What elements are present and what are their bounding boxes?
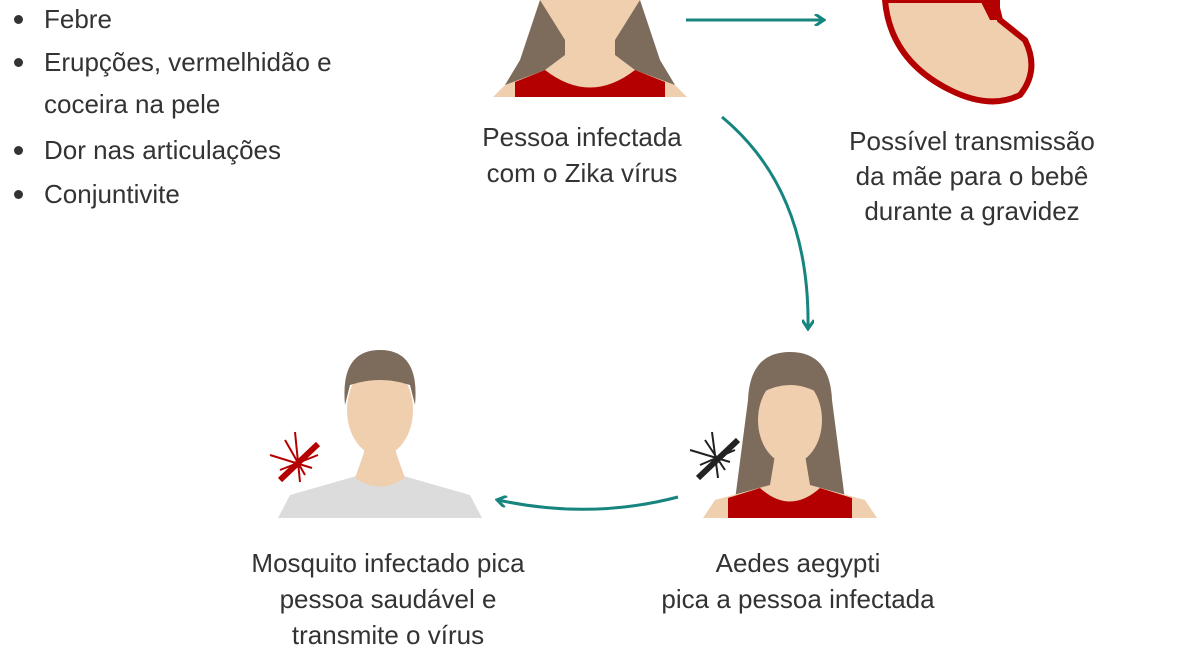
symptom-item: Febre: [14, 1, 112, 37]
caption-line: pica a pessoa infectada: [661, 584, 935, 614]
mosquito-black-icon: [689, 431, 741, 481]
symptom-item-continued: coceira na pele: [44, 89, 221, 119]
bullet-icon: [14, 58, 23, 67]
bullet-icon: [14, 190, 23, 199]
healthy-man-icon: [278, 350, 482, 518]
caption-mosquito-bites-infected: Aedes aegypti pica a pessoa infectada: [661, 545, 934, 617]
caption-line: Mosquito infectado pica: [251, 548, 525, 578]
mosquito-red-icon: [269, 431, 321, 483]
symptom-item: Dor nas articulações: [14, 132, 281, 168]
symptom-item: Erupções, vermelhidão e: [14, 44, 332, 80]
arrow-to-mosquito: [721, 115, 808, 328]
infected-woman-bitten-icon: [703, 352, 877, 518]
infected-woman-icon: [493, 0, 687, 97]
fetus-icon: [881, 0, 1035, 105]
caption-line: durante a gravidez: [864, 196, 1080, 226]
bullet-icon: [14, 15, 23, 24]
caption-line: Pessoa infectada: [482, 122, 682, 152]
symptom-item: Conjuntivite: [14, 176, 180, 212]
caption-line: Aedes aegypti: [715, 548, 881, 578]
caption-line: Possível transmissão: [849, 126, 1095, 156]
caption-mosquito-bites-healthy: Mosquito infectado pica pessoa saudável …: [251, 545, 524, 653]
caption-line: da mãe para o bebê: [855, 161, 1089, 191]
caption-line: pessoa saudável e: [279, 584, 497, 614]
caption-line: com o Zika vírus: [486, 158, 678, 188]
caption-infected-person: Pessoa infectada com o Zika vírus: [482, 119, 681, 191]
bullet-icon: [14, 146, 23, 155]
caption-mother-baby: Possível transmissão da mãe para o bebê …: [849, 124, 1095, 229]
arrow-to-healthy-person: [498, 497, 679, 511]
caption-line: transmite o vírus: [291, 620, 485, 650]
diagram-illustrations: [269, 0, 1035, 518]
